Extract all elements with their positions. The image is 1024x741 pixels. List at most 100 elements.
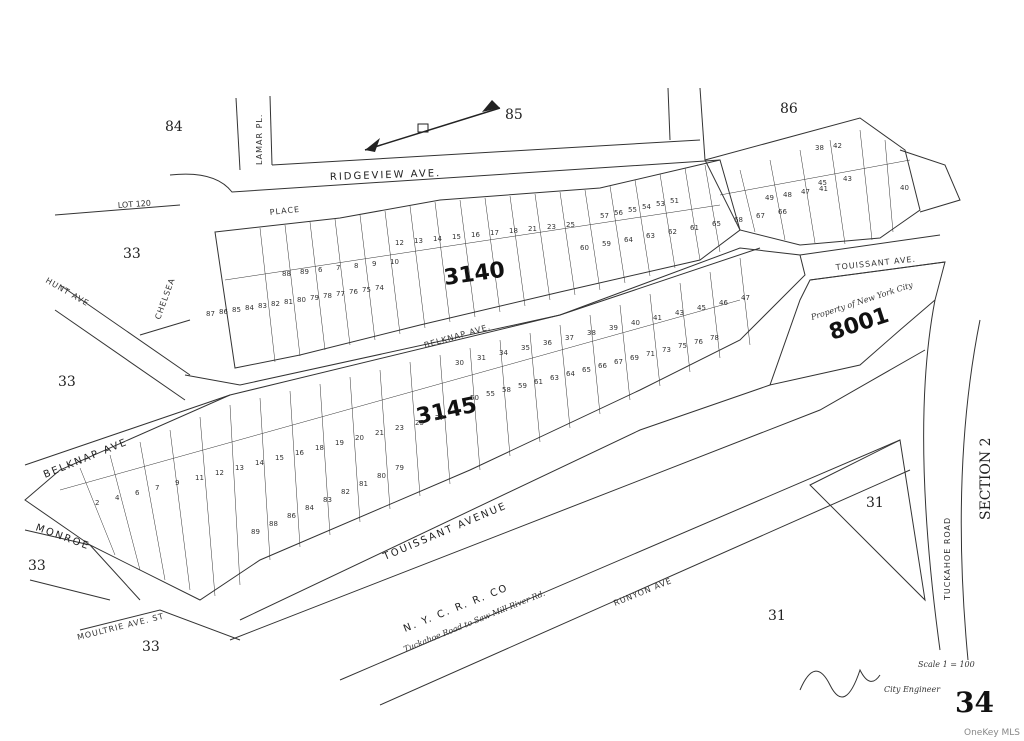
- lot-number: 68: [734, 216, 743, 224]
- street-monroe: MONROE: [34, 522, 91, 552]
- lot-number: 31: [477, 354, 486, 362]
- lot-number: 6: [318, 266, 323, 274]
- lot-number: 9: [175, 479, 179, 487]
- lot-number: 27: [435, 414, 444, 422]
- lot-number: 65: [582, 366, 591, 374]
- lot-number: 18: [509, 227, 518, 235]
- lot-number: 15: [452, 233, 461, 241]
- lot-number: 89: [300, 268, 309, 276]
- section-2-label: SECTION 2: [978, 438, 994, 520]
- lot-number: 69: [630, 354, 639, 362]
- lot-number: 86: [287, 512, 296, 520]
- lot-number: 79: [395, 464, 404, 472]
- lot-number: 80: [297, 296, 306, 304]
- street-ridgeview: RIDGEVIEW AVE.: [330, 168, 442, 183]
- lot-number: 21: [375, 429, 384, 437]
- lot-number: 49: [765, 194, 774, 202]
- lot-number: 55: [628, 206, 637, 214]
- lot-number: 48: [783, 191, 792, 199]
- lot-number: 17: [490, 229, 499, 237]
- street-belknap-upper: BELKNAP AVE.: [423, 322, 492, 350]
- lot-number: 66: [778, 208, 787, 216]
- lot-number: 87: [206, 310, 215, 318]
- street-touissant-upper: TOUISSANT AVE.: [834, 255, 916, 272]
- lot-number: 2: [95, 499, 99, 507]
- lot-number: 11: [195, 474, 204, 482]
- lot-number: 41: [819, 185, 828, 193]
- lot-number: 74: [375, 284, 384, 292]
- section-31-b: 31: [768, 608, 786, 624]
- lot-number: 6: [135, 489, 140, 497]
- lot-number: 83: [323, 496, 332, 504]
- lot-number: 67: [756, 212, 765, 220]
- lot-number: 64: [624, 236, 633, 244]
- lot-number: 80: [377, 472, 386, 480]
- lot-number: 86: [219, 308, 228, 316]
- lot-number: 60: [580, 244, 589, 252]
- lot-number: 25: [566, 221, 575, 229]
- lot-number: 61: [690, 224, 699, 232]
- lot-number: 19: [335, 439, 344, 447]
- lot-number: 16: [295, 449, 304, 457]
- lot-number: 37: [565, 334, 574, 342]
- lot-number: 84: [245, 304, 254, 312]
- sheet-number: 34: [955, 686, 994, 719]
- lot-number: 38: [815, 144, 824, 152]
- lot-number: 61: [534, 378, 543, 386]
- section-86: 86: [780, 101, 798, 117]
- section-33-a: 33: [123, 246, 141, 262]
- lot-number: 51: [670, 197, 679, 205]
- lot-number: 21: [528, 225, 537, 233]
- lot-number: 47: [801, 188, 810, 196]
- lot-number: 7: [155, 484, 159, 492]
- lot-number: 63: [550, 374, 559, 382]
- section-31-a: 31: [866, 495, 884, 511]
- lot-number: 7: [336, 264, 340, 272]
- lot-number: 42: [833, 142, 842, 150]
- lot-number: 43: [843, 175, 852, 183]
- scale-label: Scale 1 = 100: [918, 660, 975, 669]
- lot-number: 14: [255, 459, 264, 467]
- lot-number: 25: [415, 419, 424, 427]
- lot-number: 59: [518, 382, 527, 390]
- lot-number: 67: [614, 358, 623, 366]
- lot-number: 76: [694, 338, 703, 346]
- lot-number: 63: [646, 232, 655, 240]
- lot-number: 23: [395, 424, 404, 432]
- street-touissant-lower: TOUISSANT AVENUE: [381, 501, 509, 564]
- lot-number: 71: [646, 350, 655, 358]
- signature-icon: [799, 668, 881, 698]
- lot-number: 8: [354, 262, 358, 270]
- lot-number: 10: [390, 258, 399, 266]
- lot-number: 85: [232, 306, 241, 314]
- lot-number: 66: [598, 362, 607, 370]
- lot-number: 50: [470, 394, 479, 402]
- street-hunt: HUNT AVE: [44, 276, 91, 308]
- lot-number: 13: [235, 464, 244, 472]
- lot-number: 53: [656, 200, 665, 208]
- lot-number: 56: [614, 209, 623, 217]
- lot-number: 58: [502, 386, 511, 394]
- lot-number: 14: [433, 235, 442, 243]
- lot-number: 54: [642, 203, 651, 211]
- lot-number: 62: [668, 228, 677, 236]
- engineer-label: City Engineer: [884, 685, 941, 694]
- street-lamar: LAMAR PL.: [255, 114, 264, 165]
- section-84: 84: [165, 119, 183, 135]
- lot-number: 34: [499, 349, 508, 357]
- lot-number: 88: [282, 270, 291, 278]
- lot-number: 38: [587, 329, 596, 337]
- lot-number: 82: [341, 488, 350, 496]
- lot-number: 18: [315, 444, 324, 452]
- lot-number: 12: [395, 239, 404, 247]
- lot-number: 41: [653, 314, 662, 322]
- lot-120-label: LOT 120: [118, 199, 152, 210]
- lot-number: 47: [741, 294, 750, 302]
- lot-number: 75: [678, 342, 687, 350]
- section-33-d: 33: [142, 639, 160, 655]
- street-tuckahoe: TUCKAHOE ROAD: [943, 517, 952, 601]
- lot-number: 39: [609, 324, 618, 332]
